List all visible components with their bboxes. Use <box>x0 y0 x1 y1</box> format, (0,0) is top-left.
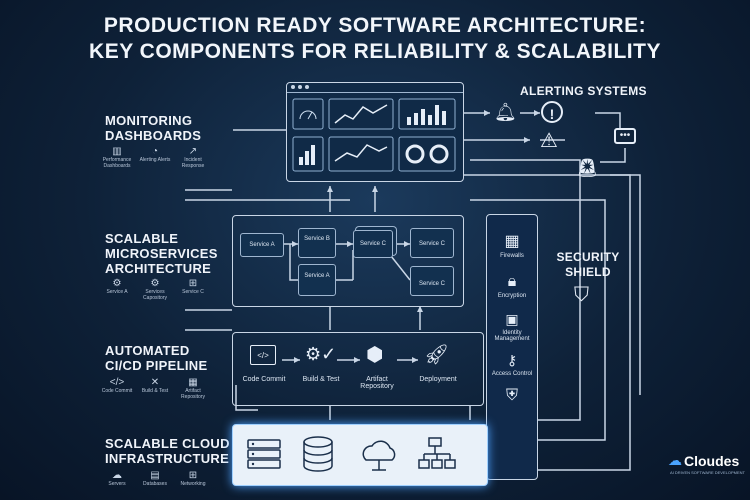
security-item-label: Firewalls <box>500 253 524 259</box>
cicd-title: AUTOMATED CI/CD PIPELINE <box>105 343 208 373</box>
database-icon: ▤ <box>150 470 160 481</box>
microservices-item: ⚙ Service A <box>100 278 134 301</box>
cloud-items: ☁ Servers ▤ Databases ⊞ Networking <box>100 470 210 487</box>
microservices-panel <box>232 215 464 307</box>
cloud-item: ▤ Databases <box>138 470 172 487</box>
service-box: Service A <box>298 264 336 296</box>
brand-logo: ☁ Cloudes <box>668 452 739 469</box>
microservices-item: ⚙ Services Capository <box>138 278 172 301</box>
cicd-item: ▦ Artifact Repository <box>176 377 210 400</box>
page-title-line2: KEY COMPONENTS FOR RELIABILITY & SCALABI… <box>89 40 661 63</box>
monitoring-items: ▥ Performance Dashboards ◔ Alerting Aler… <box>100 146 210 169</box>
network-icon: ⊞ <box>188 470 198 481</box>
cicd-stage-label: Deployment <box>419 376 457 383</box>
monitoring-title: MONITORING DASHBOARDS <box>105 113 202 143</box>
microservices-title: SCALABLE MICROSERVICES ARCHITECTURE <box>105 231 218 276</box>
wrench-icon: ✕ <box>150 377 160 388</box>
cicd-stage-label: Artifact Repository <box>360 376 394 390</box>
security-item-label: Identity Management <box>494 330 530 342</box>
cicd-stage-label: Build & Test <box>302 376 340 383</box>
package-icon: ⬢ <box>366 344 384 366</box>
firewall-icon: ▦ <box>504 233 520 250</box>
service-box: Service C <box>353 230 393 258</box>
service-box: Service C <box>410 228 454 258</box>
gear-icon: ⚙ <box>150 278 160 289</box>
monitoring-item: ↗ Incident Response <box>176 146 210 169</box>
cloud-title: SCALABLE CLOUD INFRASTRUCTURE <box>105 436 230 466</box>
cicd-item: </> Code Commit <box>101 377 133 394</box>
chat-bubble-icon: ••• <box>614 128 636 144</box>
package-icon: ▦ <box>188 377 198 388</box>
bar-chart-icon: ▥ <box>112 146 122 157</box>
monitoring-item: ◔ Alerting Alerts <box>139 146 171 163</box>
cloud-icon: ☁ <box>112 470 122 481</box>
service-box: Service A <box>240 233 284 257</box>
brand-tagline: AI DRIVEN SOFTWARE DEVELOPMENT <box>670 470 745 475</box>
cicd-item: ✕ Build & Test <box>138 377 172 400</box>
cloud-item: ⊞ Networking <box>176 470 210 487</box>
gear-icon: ⚙ <box>112 278 122 289</box>
cicd-items: </> Code Commit ✕ Build & Test ▦ Artifac… <box>100 377 210 400</box>
microservices-item: ⊞ Service C <box>176 278 210 301</box>
brand-name: Cloudes <box>684 452 740 469</box>
bell-icon: 🔔︎ <box>494 102 517 122</box>
service-box: Service B <box>298 228 336 258</box>
security-column: ▦ Firewalls 🔒︎ Encryption ▣ Identity Man… <box>486 214 538 480</box>
network-icon: ⊞ <box>188 278 198 289</box>
security-item-label: Encryption <box>497 293 527 299</box>
cicd-stage-label: Code Commit <box>242 376 286 383</box>
rocket-icon: 🚀︎ <box>424 344 450 366</box>
window-titlebar <box>287 83 463 93</box>
gear-check-icon: ⚙✓ <box>305 344 337 364</box>
code-commit-icon: </> <box>250 345 276 365</box>
dashboard-widgets <box>292 98 456 172</box>
clock-icon: ◔ <box>151 146 159 157</box>
cloud-infra-icons <box>247 436 456 472</box>
warning-triangle-icon: ⚠︎ <box>540 130 558 152</box>
shield-icon: ⛉ <box>574 284 589 306</box>
cloud-logo-icon: ☁ <box>668 452 682 468</box>
alerting-title: ALERTING SYSTEMS <box>520 84 647 98</box>
security-title: SECURITY SHIELD <box>556 250 620 279</box>
code-icon: </> <box>109 377 125 388</box>
monitoring-item: ▥ Performance Dashboards <box>100 146 134 169</box>
security-item-label: Access Control <box>491 371 533 377</box>
id-card-icon: ▣ <box>505 311 519 327</box>
line-chart-icon: ↗ <box>188 146 198 157</box>
siren-icon: 🚨︎ <box>576 158 599 178</box>
page-title-line1: PRODUCTION READY SOFTWARE ARCHITECTURE: <box>103 14 647 37</box>
cicd-panel <box>232 332 484 406</box>
service-box: Service C <box>410 266 454 296</box>
shield-lock-icon: ⛨ <box>505 387 518 404</box>
dashboard-window <box>286 82 464 182</box>
lock-icon: 🔒︎ <box>507 273 517 290</box>
microservices-items: ⚙ Service A ⚙ Services Capository ⊞ Serv… <box>100 278 210 301</box>
alert-circle-icon: ! <box>541 101 563 123</box>
cloud-item: ☁ Servers <box>100 470 134 487</box>
cloud-panel <box>232 424 488 486</box>
key-icon: ⚷ <box>506 352 518 368</box>
